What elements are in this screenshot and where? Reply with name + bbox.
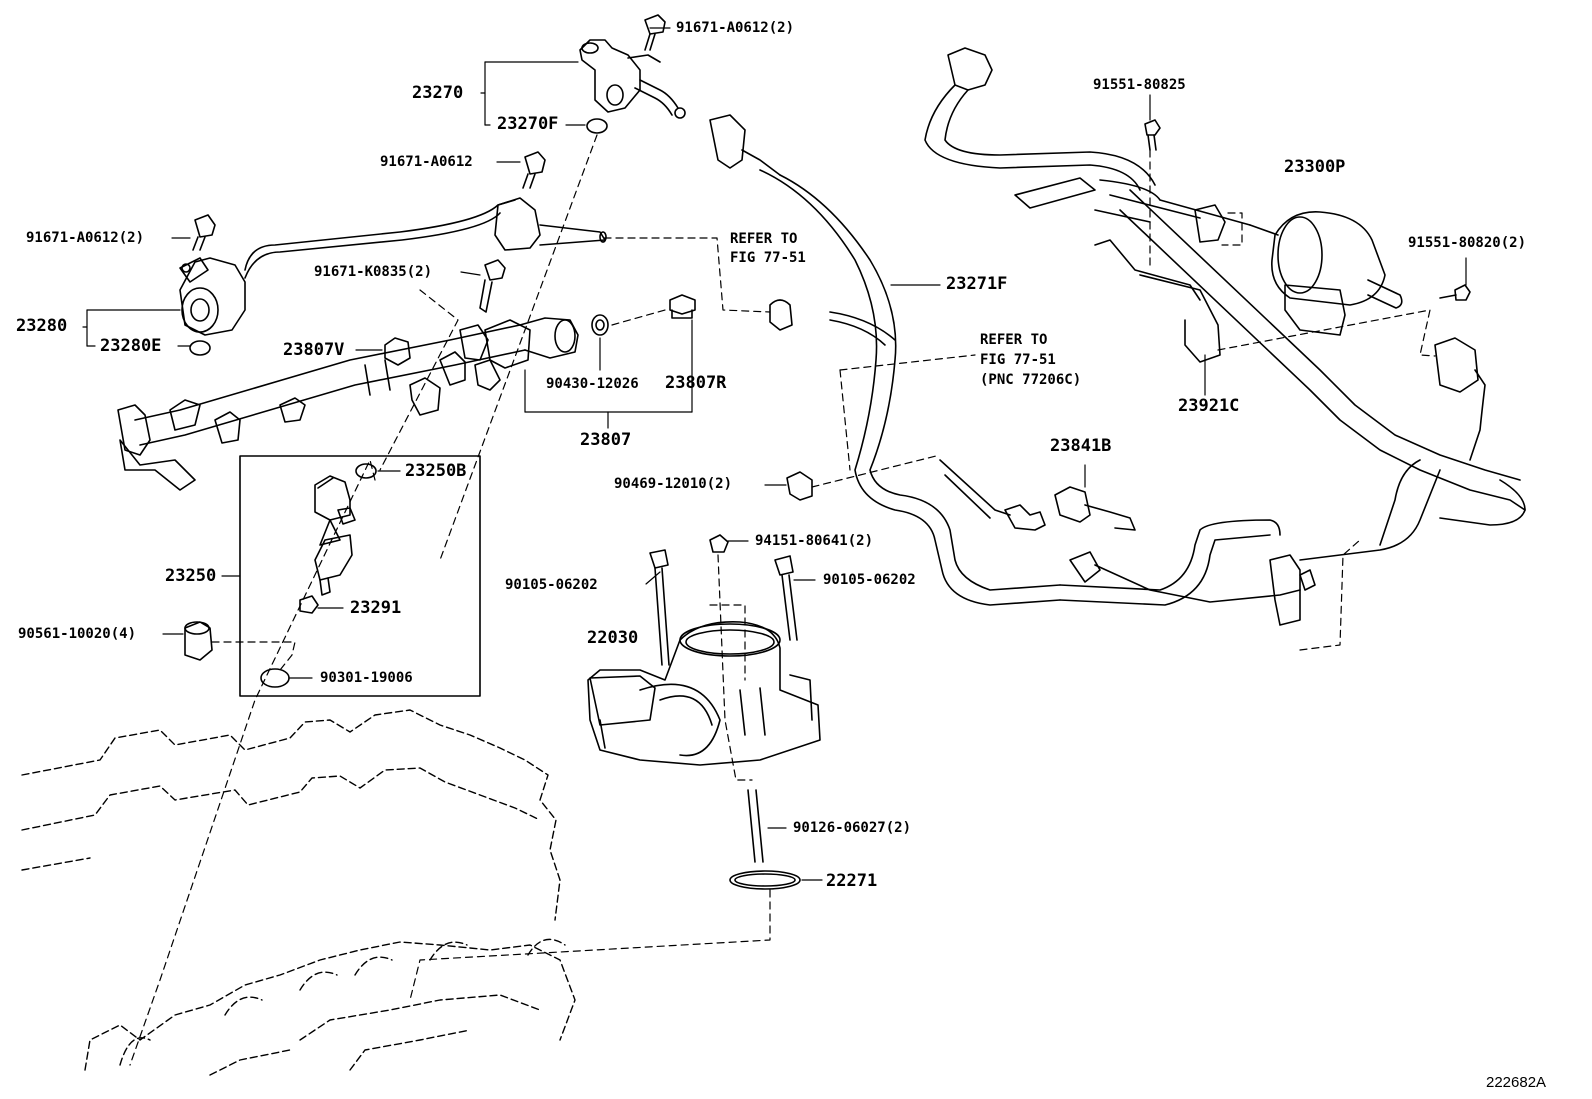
grommet-23807v-drawing bbox=[384, 337, 411, 366]
label-23921c: 23921C bbox=[1178, 396, 1240, 416]
leader-lines bbox=[82, 27, 1467, 881]
label-23270f: 23270F bbox=[497, 114, 559, 134]
label-23807v: 23807V bbox=[283, 340, 345, 360]
label-23807r: 23807R bbox=[665, 373, 727, 393]
throttle-fasteners-drawing bbox=[649, 534, 798, 863]
label-91671-k0835-2: 91671-K0835(2) bbox=[314, 264, 433, 280]
label-23841b: 23841B bbox=[1050, 436, 1112, 456]
connector-clips-drawing bbox=[769, 299, 1486, 531]
refer-note-2-line2: FIG 77-51 bbox=[980, 352, 1056, 368]
label-91551-80825: 91551-80825 bbox=[1093, 77, 1186, 93]
throttle-body-drawing bbox=[587, 621, 821, 766]
label-23807: 23807 bbox=[580, 430, 632, 450]
bolts-drawing bbox=[192, 14, 1471, 313]
label-23271f: 23271F bbox=[946, 274, 1008, 294]
label-90126-06027-2: 90126-06027(2) bbox=[793, 820, 912, 836]
injector-box-drawing bbox=[239, 455, 481, 697]
label-23300p: 23300P bbox=[1284, 157, 1346, 177]
label-90105-06202-left: 90105-06202 bbox=[505, 577, 598, 593]
figure-id: 222682A bbox=[1486, 1074, 1547, 1091]
label-91671-a0612-2-top: 91671-A0612(2) bbox=[676, 20, 795, 36]
o-rings-drawing bbox=[189, 118, 801, 890]
fuel-hose-23271f-drawing bbox=[709, 114, 1061, 606]
label-90561-10020-4: 90561-10020(4) bbox=[18, 626, 137, 642]
label-90430-12026: 90430-12026 bbox=[546, 376, 639, 392]
refer-note-2-line3: (PNC 77206C) bbox=[980, 372, 1082, 388]
fuel-rail-drawing bbox=[117, 317, 579, 491]
reference-dashed-lines bbox=[129, 134, 1436, 1066]
label-23270: 23270 bbox=[412, 83, 464, 103]
label-23250: 23250 bbox=[165, 566, 217, 586]
label-90301-19006: 90301-19006 bbox=[320, 670, 413, 686]
plug-23807r-drawing bbox=[669, 294, 696, 319]
label-90105-06202-right: 90105-06202 bbox=[823, 572, 916, 588]
pressure-sensor-23270-drawing bbox=[579, 39, 686, 119]
refer-note-2-line1: REFER TO bbox=[980, 332, 1048, 348]
refer-note-1-line1: REFER TO bbox=[730, 231, 798, 247]
clip-90561-drawing bbox=[184, 621, 213, 661]
label-90469-12010-2: 90469-12010(2) bbox=[614, 476, 733, 492]
label-23291: 23291 bbox=[350, 598, 402, 618]
label-22030: 22030 bbox=[587, 628, 639, 648]
label-91671-a0612-2-left: 91671-A0612(2) bbox=[26, 230, 145, 246]
fuel-filter-23300p-drawing bbox=[1194, 204, 1403, 336]
label-22271: 22271 bbox=[826, 871, 878, 891]
label-91671-a0612: 91671-A0612 bbox=[380, 154, 473, 170]
refer-note-1-line2: FIG 77-51 bbox=[730, 250, 806, 266]
pressure-regulator-23280-drawing bbox=[179, 197, 607, 336]
label-23280e: 23280E bbox=[100, 336, 162, 356]
label-23250b: 23250B bbox=[405, 461, 467, 481]
upper-right-hoses-drawing bbox=[924, 47, 1526, 626]
label-91551-80820-2: 91551-80820(2) bbox=[1408, 235, 1527, 251]
label-94151-80641-2: 94151-80641(2) bbox=[755, 533, 874, 549]
engine-block-outline bbox=[21, 709, 576, 1076]
label-23280: 23280 bbox=[16, 316, 68, 336]
